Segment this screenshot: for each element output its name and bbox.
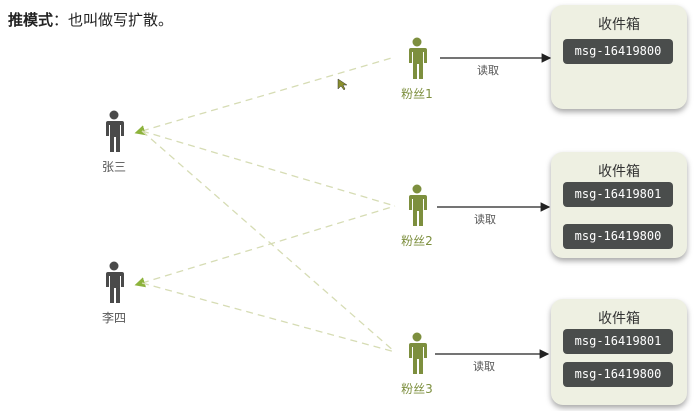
message-item: msg-16419800 [563,39,673,64]
message-item: msg-16419801 [563,182,673,207]
fan-1: 粉丝1 [397,37,437,102]
message-item: msg-16419800 [563,362,673,387]
inbox-3: 收件箱 msg-16419801 msg-16419800 [551,299,687,405]
person-icon [409,37,427,79]
push-line-zhangsan-fan3 [141,130,396,353]
person-icon [106,110,124,152]
read-label-2: 读取 [474,213,496,226]
publisher-lisi: 李四 [94,261,134,326]
read-label-1: 读取 [477,64,499,77]
title-rest: ：也叫做写扩散。 [53,11,174,29]
inbox-title: 收件箱 [598,164,640,180]
fan-name: 粉丝3 [401,382,433,396]
publisher-name: 张三 [101,160,126,174]
person-icon [106,261,124,303]
push-line-zhangsan-fan1 [134,56,396,136]
cursor-icon [337,78,348,91]
fan-3: 粉丝3 [397,332,437,397]
fan-name: 粉丝1 [401,87,433,101]
push-line-lisi-fan2 [134,205,396,288]
message-item: msg-16419800 [563,224,673,249]
read-label-3: 读取 [473,360,495,373]
publisher-zhangsan: 张三 [94,110,134,175]
inbox-1: 收件箱 msg-16419800 [551,5,687,109]
push-line-lisi-fan3 [141,282,396,353]
fan-2: 粉丝2 [397,184,437,249]
message-item: msg-16419801 [563,329,673,354]
person-icon [409,332,427,374]
page-title: 推模式：也叫做写扩散。 [8,9,173,30]
inbox-title: 收件箱 [598,311,640,327]
publisher-name: 李四 [101,311,126,325]
person-icon [409,184,427,226]
push-line-zhangsan-fan2 [141,130,396,207]
inbox-title: 收件箱 [598,17,640,33]
inbox-2: 收件箱 msg-16419801 msg-16419800 [551,152,687,258]
title-bold: 推模式 [8,11,54,29]
fan-name: 粉丝2 [401,234,433,248]
